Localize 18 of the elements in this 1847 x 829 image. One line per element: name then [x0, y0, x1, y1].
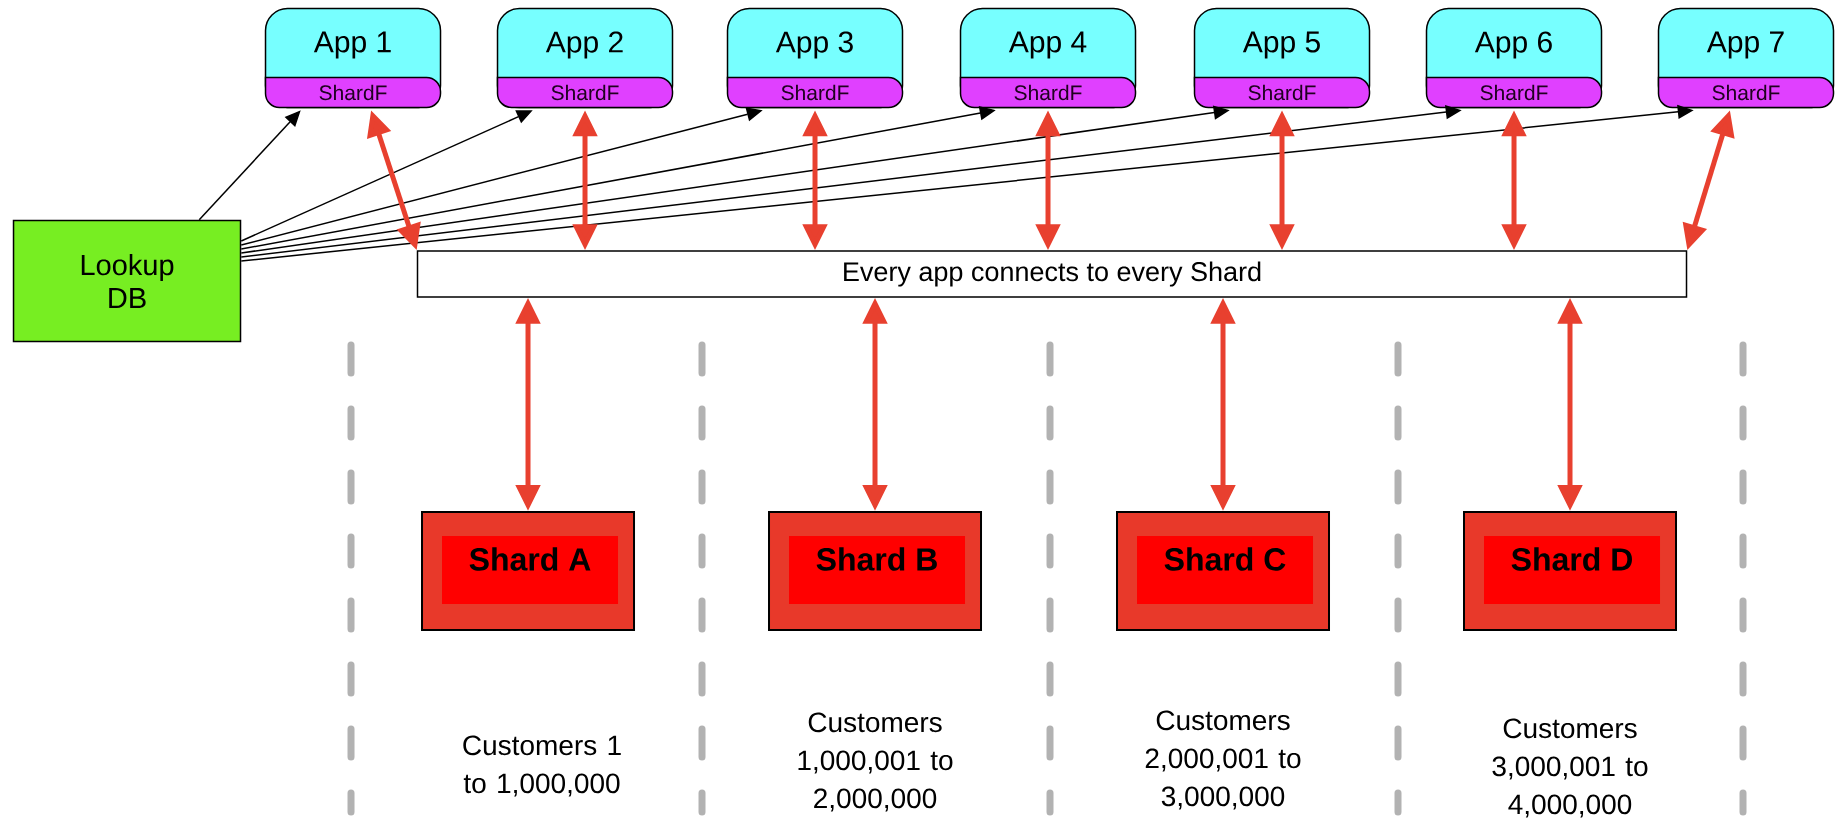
shard-box: Shard D [1463, 511, 1677, 631]
shard-box: Shard B [768, 511, 982, 631]
range-label: Customers 3,000,001 to 4,000,000 [1492, 718, 1648, 818]
range-label: Customers 1,000,001 to 2,000,000 [798, 712, 953, 812]
app-box: App 2 ShardF [496, 7, 674, 109]
shard-box: Shard A [421, 511, 635, 631]
app-box: App 1 ShardF [264, 7, 442, 109]
app-box: App 4 ShardF [959, 7, 1137, 109]
shard-box: Shard C [1116, 511, 1330, 631]
app-box: App 6 ShardF [1425, 7, 1603, 109]
connection-bar: Every app connects to every Shard [416, 250, 1688, 298]
database-box: Lookup DB [12, 219, 242, 343]
app-box: App 7 ShardF [1657, 7, 1835, 109]
range-label: Customers 2,000,001 to 3,000,000 [1145, 710, 1301, 810]
app-box: App 5 ShardF [1193, 7, 1371, 109]
app-box: App 3 ShardF [726, 7, 904, 109]
range-label: Customers 1 to 1,000,000 [463, 735, 621, 797]
arrow [198, 110, 301, 221]
